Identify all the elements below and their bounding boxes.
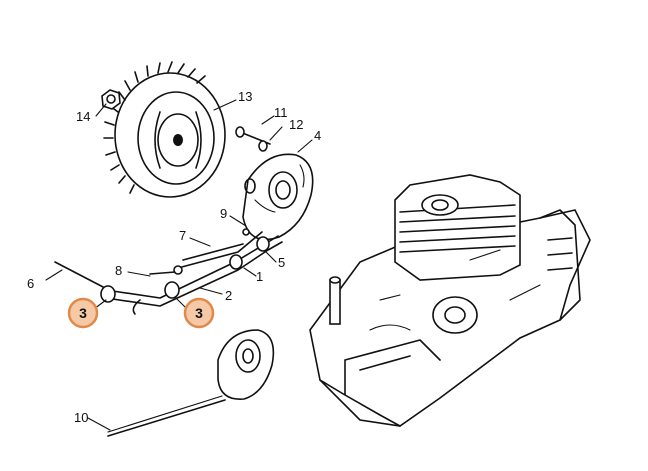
callout-8: 9 [220, 206, 227, 221]
callout-2: 2 [225, 288, 232, 303]
callout-labels: 14 13 11 12 4 9 7 5 1 8 6 2 10 [27, 89, 321, 425]
short-circuit-wire [107, 329, 275, 437]
callout-10: 10 [74, 410, 88, 425]
callout-11: 11 [274, 105, 288, 120]
callout-1: 1 [256, 269, 263, 284]
highlighted-callout-right: 3 [183, 297, 215, 329]
callout-13: 13 [238, 89, 252, 104]
callout-5: 5 [278, 255, 285, 270]
callout-6: 6 [27, 276, 34, 291]
highlighted-callout-left: 3 [67, 297, 99, 329]
engine-assembly [309, 174, 591, 427]
nut [101, 89, 121, 110]
svg-text:3: 3 [79, 305, 87, 321]
callout-9: 8 [115, 263, 122, 278]
cable-harness [54, 228, 283, 315]
ignition-module [242, 153, 314, 241]
callout-7: 7 [179, 228, 186, 243]
callout-12: 12 [289, 117, 303, 132]
flywheel [103, 61, 226, 198]
callout-4: 4 [314, 128, 321, 143]
svg-text:3: 3 [195, 305, 203, 321]
callout-14: 14 [76, 109, 90, 124]
washer [258, 140, 268, 152]
